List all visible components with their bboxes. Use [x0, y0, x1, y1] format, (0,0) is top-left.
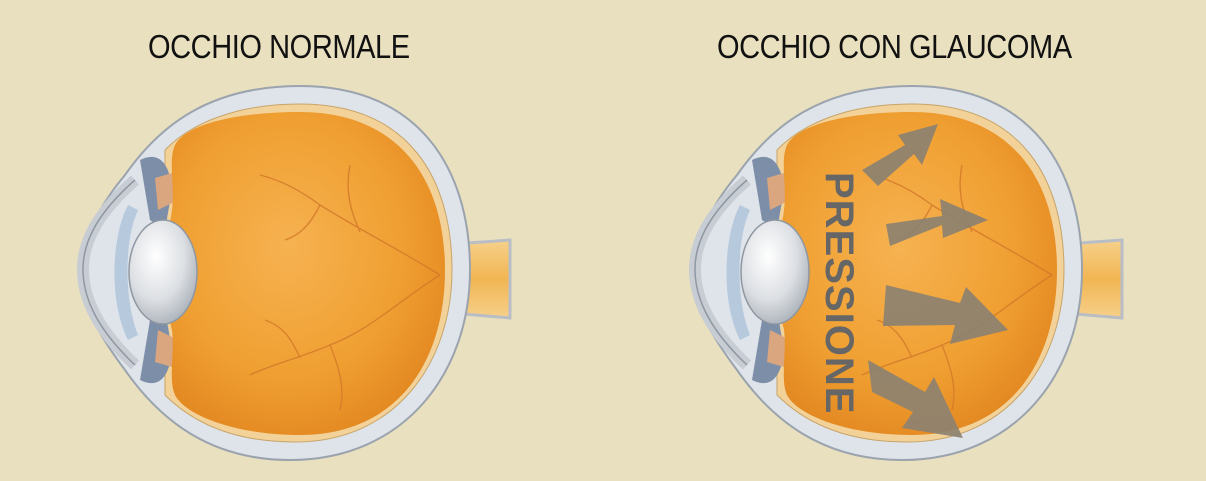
normal-eye: [82, 86, 510, 460]
pressure-label: PRESSIONE: [817, 172, 861, 414]
glaucoma-eye: PRESSIONE: [694, 86, 1122, 460]
